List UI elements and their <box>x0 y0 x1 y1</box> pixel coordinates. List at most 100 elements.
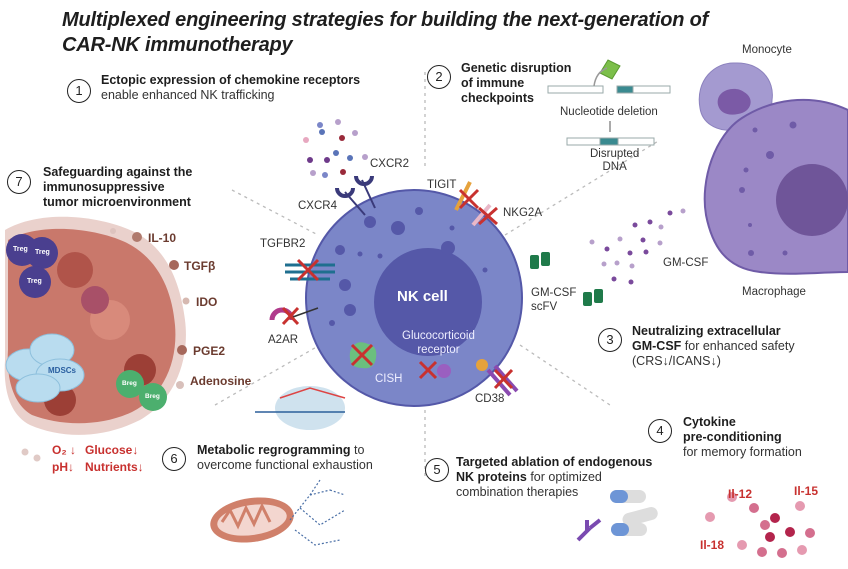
scfv-icons <box>530 252 603 306</box>
title-line-2: CAR-NK immunotherapy <box>62 34 293 56</box>
step-4-text: Cytokine pre-conditioning for memory for… <box>683 415 802 460</box>
disrupted-label-line-2: DNA <box>602 161 627 173</box>
gmcsf-scfv-label: GM-CSF scFV <box>531 286 576 314</box>
step-5-bold-term: NK proteins <box>456 470 527 484</box>
disrupted-dna-label: Disrupted DNA <box>590 148 639 174</box>
nk-cell-nucleus <box>374 248 482 356</box>
mitochondrion <box>210 497 294 543</box>
macrophage-nucleus <box>776 164 848 236</box>
nk-cell-label: NK cell <box>397 288 448 305</box>
macrophage-granules <box>739 121 797 256</box>
step-6-connector: to <box>350 443 365 457</box>
cxcr4-label: CXCR4 <box>298 200 337 212</box>
cish-label: CISH <box>375 373 403 385</box>
tigit-label: TIGIT <box>427 179 457 191</box>
step-3-number: 3 <box>598 328 622 352</box>
gr-label-line-2: receptor <box>417 344 460 356</box>
ido-label: IDO <box>196 295 218 309</box>
breg-cell <box>116 370 144 398</box>
divider-3-4 <box>519 344 611 406</box>
step-3-note: (CRS↓/ICANS↓) <box>632 354 721 368</box>
nucleotide-deletion-label: Nucleotide deletion <box>560 106 658 118</box>
gr-protein <box>437 364 451 378</box>
step-2-line-1: Genetic disruption <box>461 61 572 75</box>
gmcsf-particles <box>589 208 686 285</box>
tgfb-label: TGFβ <box>184 259 216 273</box>
factor-dot <box>110 228 116 234</box>
step-6-heading: Metabolic regrogramming <box>197 443 351 457</box>
macrophage-label: Macrophage <box>742 286 806 298</box>
step-3-description: for enhanced safety <box>681 339 795 353</box>
mdsc-cluster <box>5 333 85 403</box>
step-4-line-1: Cytokine <box>683 415 736 429</box>
step-5-text: Targeted ablation of endogenous NK prote… <box>456 455 652 500</box>
tgfb-dot <box>169 260 179 270</box>
cytokine-particles <box>705 492 815 558</box>
step-3-bold-term: GM-CSF <box>632 339 682 353</box>
divider-7-1 <box>231 189 319 236</box>
drug-capsules <box>610 490 658 536</box>
il18-label: Il-18 <box>700 538 725 552</box>
a2ar-stalk <box>289 307 319 319</box>
breg-cell <box>139 383 167 411</box>
step-5-description: for optimized <box>526 470 602 484</box>
cd38-label: CD38 <box>475 393 505 405</box>
step-1-text: Ectopic expression of chemokine receptor… <box>101 73 360 103</box>
mdsc-label: MDSCs <box>48 366 77 375</box>
step-1-heading: Ectopic expression of chemokine receptor… <box>101 73 361 87</box>
antibody <box>576 518 602 542</box>
glucocorticoid-receptor-label: Glucocorticoid receptor <box>402 329 475 357</box>
step-7-line-3: tumor microenvironment <box>43 195 191 209</box>
nutrients-condition: Nutrients↓ <box>85 460 144 474</box>
il12-label: Il-12 <box>728 487 753 501</box>
step-2-text: Genetic disruption of immune checkpoints <box>461 61 571 106</box>
glucose-condition: Glucose↓ <box>85 443 139 457</box>
oxygen-condition: O₂ ↓ <box>52 443 76 457</box>
step-2-line-2: of immune <box>461 76 525 90</box>
pge2-dot <box>177 345 187 355</box>
tumor-cell <box>81 286 109 314</box>
step-7-number: 7 <box>7 170 31 194</box>
step-5-number: 5 <box>425 458 449 482</box>
step-7-line-1: Safeguarding against the <box>43 165 193 179</box>
monocyte-label: Monocyte <box>742 44 792 56</box>
base-editor <box>255 386 346 430</box>
pge2-label: PGE2 <box>193 344 226 358</box>
step-7-text: Safeguarding against the immunosuppressi… <box>43 165 192 210</box>
breg-label: Breg <box>145 393 160 400</box>
adenosine-dot <box>176 381 184 389</box>
step-3-heading: Neutralizing extracellular <box>632 324 781 338</box>
gmcsf-label: GM-CSF <box>663 257 709 269</box>
figure-title: Multiplexed engineering strategies for b… <box>62 8 708 58</box>
step-3-text: Neutralizing extracellular GM-CSF for en… <box>632 324 795 369</box>
breg-label: Breg <box>122 380 137 387</box>
cd38-ligand <box>476 359 488 371</box>
cxcr-receptors <box>335 175 376 216</box>
scfv-label-line-1: GM-CSF <box>531 287 577 299</box>
step-6-text: Metabolic regrogramming to overcome func… <box>197 443 373 473</box>
adenosine-label: Adenosine <box>190 374 252 388</box>
cxcr2-label: CXCR2 <box>370 158 409 170</box>
metabolite-dot <box>21 448 29 456</box>
il10-dot <box>132 232 142 242</box>
step-4-line-2: pre-conditioning <box>683 430 782 444</box>
glycogen-network <box>289 479 346 546</box>
step-6-number: 6 <box>162 447 186 471</box>
step-1-description: enable enhanced NK trafficking <box>101 88 275 102</box>
step-2-number: 2 <box>427 65 451 89</box>
il15-label: Il-15 <box>794 484 819 498</box>
metabolite-dot <box>33 454 41 462</box>
disrupted-label-line-1: Disrupted <box>590 148 640 160</box>
treg-label: Treg <box>27 278 42 285</box>
gr-label-line-1: Glucocorticoid <box>402 330 475 342</box>
step-2-line-3: checkpoints <box>461 91 534 105</box>
step-4-number: 4 <box>648 419 672 443</box>
nk-cell <box>269 119 523 407</box>
treg-label: Treg <box>13 246 28 253</box>
checkpoint-receptors <box>454 181 492 227</box>
step-7-line-2: immunosuppressive <box>43 180 165 194</box>
step-5-heading: Targeted ablation of endogenous <box>456 455 653 469</box>
treg-cell <box>19 266 51 298</box>
treg-cell <box>26 237 58 269</box>
